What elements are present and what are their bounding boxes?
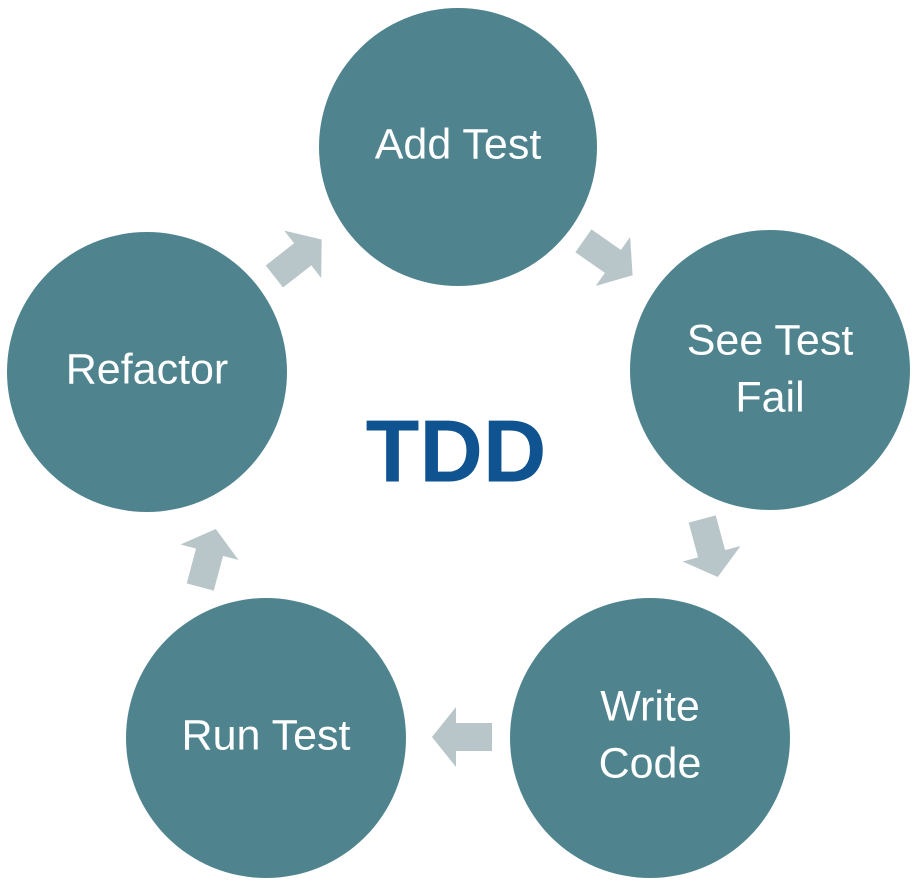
stage-circle bbox=[630, 230, 910, 510]
stage-refactor: Refactor bbox=[7, 232, 287, 512]
stage-add-test: Add Test bbox=[319, 8, 597, 286]
stage-circle bbox=[510, 598, 790, 878]
arrow-write-code-to-run-test bbox=[432, 707, 492, 767]
arrow-add-test-to-see-test-fail bbox=[575, 229, 633, 287]
stage-write-code: Write Code bbox=[510, 598, 790, 878]
center-title: TDD bbox=[366, 401, 547, 500]
stage-label: Add Test bbox=[375, 120, 542, 168]
arrow-run-test-to-refactor bbox=[180, 529, 239, 591]
stage-label-line-2: Fail bbox=[735, 373, 804, 421]
stage-label: Run Test bbox=[182, 711, 351, 759]
stage-circle bbox=[319, 8, 597, 286]
stage-label: Refactor bbox=[66, 345, 229, 393]
stage-circle bbox=[7, 232, 287, 512]
stage-circle bbox=[126, 598, 406, 878]
cycle-arrows bbox=[180, 229, 741, 767]
stage-label-line-1: Write bbox=[600, 682, 700, 730]
arrow-refactor-to-add-test bbox=[265, 230, 322, 288]
arrow-see-test-fail-to-write-code bbox=[682, 515, 741, 577]
stage-see-test-fail: See Test Fail bbox=[630, 230, 910, 510]
stage-label-line-1: See Test bbox=[687, 316, 854, 364]
stage-label-line-2: Code bbox=[599, 739, 702, 787]
stage-run-test: Run Test bbox=[126, 598, 406, 878]
